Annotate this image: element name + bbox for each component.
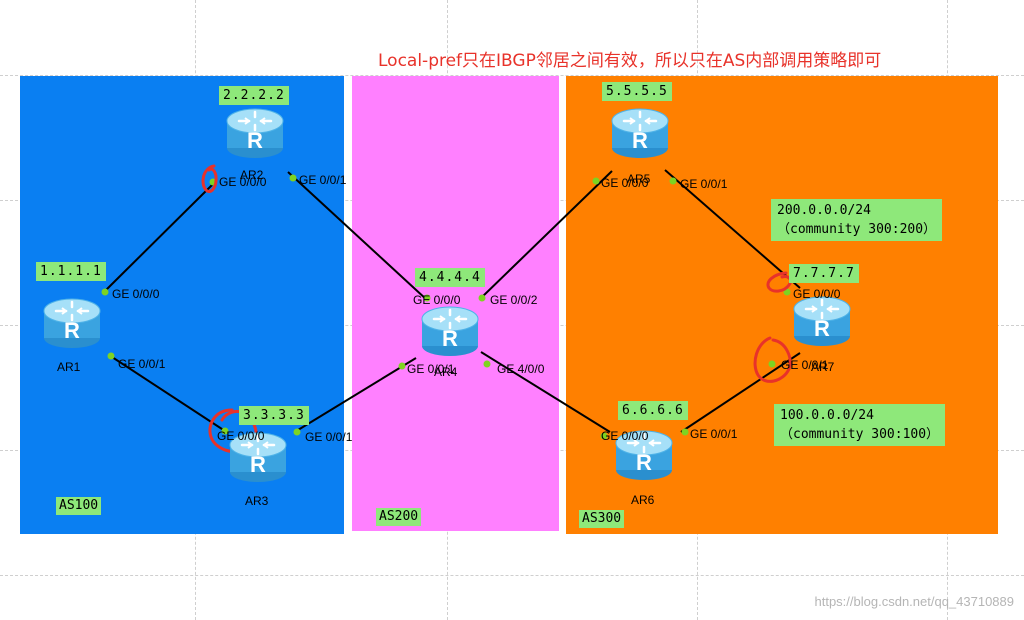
router-icon: R [421, 306, 479, 356]
port-dot [107, 352, 115, 360]
router-icon: R [611, 108, 669, 158]
svg-text:R: R [442, 326, 458, 351]
port-label-ar5-ge001: GE 0/0/1 [680, 177, 728, 191]
port-label-ar4-ge400: GE 4/0/0 [497, 362, 545, 376]
router-id-ar6: 6.6.6.6 [618, 401, 688, 420]
port-dot [592, 177, 600, 185]
router-id-ar3: 3.3.3.3 [239, 406, 309, 425]
router-icon: R [226, 108, 284, 158]
watermark: https://blog.csdn.net/qq_43710889 [814, 594, 1015, 609]
grid-line [0, 575, 1024, 576]
router-name-ar2: AR2 [240, 168, 264, 182]
port-label-ar1-ge001: GE 0/0/1 [118, 357, 166, 371]
router-name-ar5: AR5 [627, 172, 651, 186]
diagram-title: Local-pref只在IBGP邻居之间有效，所以只在AS内部调用策略即可 [378, 51, 882, 71]
port-dot [768, 360, 776, 368]
svg-text:R: R [636, 450, 652, 475]
router-icon: R [793, 296, 851, 346]
ar2-port-marker [201, 164, 218, 193]
port-label-ar4-ge001: GE 0/0/1 [407, 362, 455, 376]
link-ar2-ar4 [287, 171, 428, 301]
port-dot [293, 428, 301, 436]
ar7-port-marker [766, 271, 793, 293]
link-ar4-ar5 [480, 170, 613, 299]
grid-line [0, 75, 1024, 76]
router-id-ar2: 2.2.2.2 [219, 86, 289, 105]
router-ar2[interactable]: R [225, 104, 285, 162]
as100-label: AS100 [56, 497, 102, 515]
port-label-ar2-ge000: GE 0/0/0 [219, 175, 267, 189]
port-dot [423, 294, 431, 302]
port-dot [478, 294, 486, 302]
port-label-ar5-ge000: GE 0/0/0 [601, 176, 649, 190]
router-ar1[interactable]: R [42, 294, 102, 352]
router-id-ar7: 7.7.7.7 [789, 264, 859, 283]
as300-label: AS300 [579, 510, 625, 528]
port-dot [600, 432, 608, 440]
link-ar3-ar4 [297, 357, 417, 431]
router-ar5[interactable]: R [610, 104, 670, 162]
router-icon: R [615, 430, 673, 480]
router-name-ar3: AR3 [245, 494, 269, 508]
network-note-100: 100.0.0.0/24 （community 300:100） [774, 404, 946, 446]
router-ar6[interactable]: R [614, 426, 674, 484]
svg-text:R: R [64, 318, 80, 343]
port-label-ar6-ge001: GE 0/0/1 [690, 427, 738, 441]
port-label-ar6-ge000: GE 0/0/0 [601, 429, 649, 443]
router-ar3[interactable]: R [228, 428, 288, 486]
port-dot [669, 177, 677, 185]
router-icon: R [43, 298, 101, 348]
port-dot [221, 427, 229, 435]
port-label-ar2-ge001: GE 0/0/1 [299, 173, 347, 187]
link-ar4-ar6 [480, 351, 611, 433]
port-label-ar3-ge000: GE 0/0/0 [217, 429, 265, 443]
router-name-ar1: AR1 [57, 360, 81, 374]
port-label-ar4-ge000: GE 0/0/0 [413, 293, 461, 307]
port-dot [101, 288, 109, 296]
port-dot [289, 174, 297, 182]
svg-text:R: R [814, 316, 830, 341]
svg-text:R: R [247, 128, 263, 153]
router-id-ar1: 1.1.1.1 [36, 262, 106, 281]
port-label-ar3-ge001: GE 0/0/1 [305, 430, 353, 444]
router-icon: R [229, 432, 287, 482]
svg-text:R: R [250, 452, 266, 477]
port-label-ar7-ge000: GE 0/0/0 [793, 287, 841, 301]
router-id-ar5: 5.5.5.5 [602, 82, 672, 101]
port-dot [483, 360, 491, 368]
router-name-ar6: AR6 [631, 493, 655, 507]
router-name-ar4: AR4 [434, 365, 458, 379]
router-name-ar7: AR7 [811, 360, 835, 374]
port-dot [681, 428, 689, 436]
as200-label: AS200 [376, 508, 422, 526]
link-ar1-ar2 [103, 183, 214, 293]
port-label-ar4-ge002: GE 0/0/2 [490, 293, 538, 307]
link-ar5-ar7 [664, 169, 801, 289]
ar7-port-marker-2 [753, 336, 792, 383]
port-label-ar7-ge001: GE 0/0/1 [781, 358, 829, 372]
link-ar1-ar3 [111, 356, 226, 432]
as200-area [352, 76, 559, 531]
port-dot [398, 362, 406, 370]
port-label-ar1-ge000: GE 0/0/0 [112, 287, 160, 301]
link-ar6-ar7 [680, 352, 801, 433]
router-ar7[interactable]: R [792, 292, 852, 350]
svg-text:R: R [632, 128, 648, 153]
router-id-ar4: 4.4.4.4 [415, 268, 485, 287]
network-note-200: 200.0.0.0/24 （community 300:200） [771, 199, 943, 241]
router-ar4[interactable]: R [420, 302, 480, 360]
